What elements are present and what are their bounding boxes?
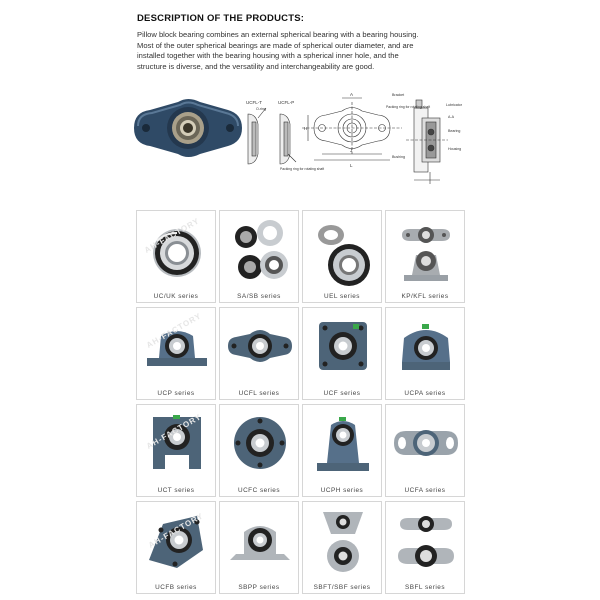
product-caption: UCF series <box>323 390 361 397</box>
label-bracket: Bracket <box>392 93 404 97</box>
square-flange-icon <box>319 322 367 370</box>
flange-bearing-photo <box>134 99 242 157</box>
label-lubricator: Lubricator <box>446 103 463 107</box>
stamped-two-bolt-flange-icon <box>398 516 454 567</box>
description-line: structure is diverse, and the versatilit… <box>137 61 375 71</box>
label-ucfl-t: UCFL-T <box>246 100 262 105</box>
product-caption: SA/SB series <box>237 293 281 300</box>
product-description: DESCRIPTION OF THE PRODUCTS: Pillow bloc… <box>137 13 477 72</box>
tapped-base-pillow-block-icon <box>402 324 450 370</box>
product-tile-ucpa[interactable]: UCPA series <box>385 307 465 400</box>
insert-bearing-pair-icon <box>235 220 288 279</box>
take-up-unit-icon <box>153 415 201 469</box>
three-bolt-flange-icon <box>149 516 203 568</box>
description-title: DESCRIPTION OF THE PRODUCTS: <box>137 13 305 24</box>
insert-bearing-icon <box>153 229 201 277</box>
product-tile-uel[interactable]: UEL series <box>302 210 382 303</box>
description-line: installed together with the bearing hous… <box>137 51 399 61</box>
product-caption: UCFA series <box>404 487 446 494</box>
product-tile-ucfc[interactable]: UCFC series <box>219 404 299 497</box>
label-bearing: Bearing <box>448 129 460 133</box>
product-caption: UCPH series <box>320 487 364 494</box>
two-bolt-flange-icon <box>228 330 292 362</box>
seal-cross-section-diagram <box>247 107 297 165</box>
adjustable-flange-icon <box>394 430 458 456</box>
collar-bearing-icon <box>318 225 370 286</box>
product-tile-ucfl[interactable]: UCFL series <box>219 307 299 400</box>
label-dim-h: H <box>304 126 307 131</box>
product-caption: KP/KFL series <box>401 293 449 300</box>
label-o-ring: O-ring <box>256 107 266 111</box>
product-caption: SBFT/SBF series <box>313 584 371 591</box>
product-caption: UCFL series <box>238 390 280 397</box>
product-tile-ucfb[interactable]: AH-FACTORY UCFB series <box>136 501 216 594</box>
product-tile-sbpp[interactable]: SBPP series <box>219 501 299 594</box>
label-housing: Housing <box>448 147 461 151</box>
description-line: Pillow block bearing combines an externa… <box>137 30 419 39</box>
product-tile-ucp[interactable]: AH-FACTORY UCP series <box>136 307 216 400</box>
flange-dimension-drawing <box>302 97 402 161</box>
product-tile-ucph[interactable]: UCPH series <box>302 404 382 497</box>
product-grid: AH-FACTORY UC/UK series SA/SB series UEL… <box>136 210 465 594</box>
description-body: Pillow block bearing combines an externa… <box>137 30 477 72</box>
label-dim-j: J <box>350 148 352 153</box>
product-caption: UCPA series <box>404 390 446 397</box>
high-base-pillow-block-icon <box>317 417 369 471</box>
label-a-a: A-A <box>448 115 455 119</box>
product-tile-ucfa[interactable]: UCFA series <box>385 404 465 497</box>
product-tile-sbft-sbf[interactable]: SBFT/SBF series <box>302 501 382 594</box>
description-line: Most of the outer spherical bearings are… <box>137 40 414 50</box>
product-caption: UCP series <box>157 390 195 397</box>
product-tile-uc-uk[interactable]: AH-FACTORY UC/UK series <box>136 210 216 303</box>
label-dim-a: A <box>350 92 353 97</box>
small-pillow-block-icon <box>402 227 450 281</box>
product-caption: SBFL series <box>404 584 446 591</box>
product-tile-sbfl[interactable]: SBFL series <box>385 501 465 594</box>
product-caption: UCFB series <box>155 584 197 591</box>
product-tile-uct[interactable]: AH-FACTORY UCT series <box>136 404 216 497</box>
product-caption: UC/UK series <box>153 293 199 300</box>
pillow-block-icon <box>147 331 207 366</box>
label-packing-ring-2: Packing ring for rotating shaft <box>386 105 430 109</box>
label-packing-ring: Packing ring for rotating shaft <box>280 167 324 171</box>
stamped-flange-set-icon <box>323 512 363 572</box>
technical-diagram-row: UCFL-T UCFL-P O-ring Packing ring for ro… <box>130 88 470 198</box>
product-caption: UCT series <box>157 487 195 494</box>
product-caption: SBPP series <box>238 584 280 591</box>
round-flange-icon <box>234 417 286 469</box>
label-dim-l: L <box>350 163 353 168</box>
product-tile-kp-kfl[interactable]: KP/KFL series <box>385 210 465 303</box>
product-tile-sa-sb[interactable]: SA/SB series <box>219 210 299 303</box>
label-ucfl-p: UCFL-P <box>278 100 294 105</box>
pressed-steel-pillow-block-icon <box>230 526 290 560</box>
product-caption: UCFC series <box>237 487 281 494</box>
label-bushing: Bushing <box>392 155 405 159</box>
section-a-a-drawing <box>406 99 448 184</box>
product-tile-ucf[interactable]: UCF series <box>302 307 382 400</box>
product-caption: UEL series <box>323 293 361 300</box>
